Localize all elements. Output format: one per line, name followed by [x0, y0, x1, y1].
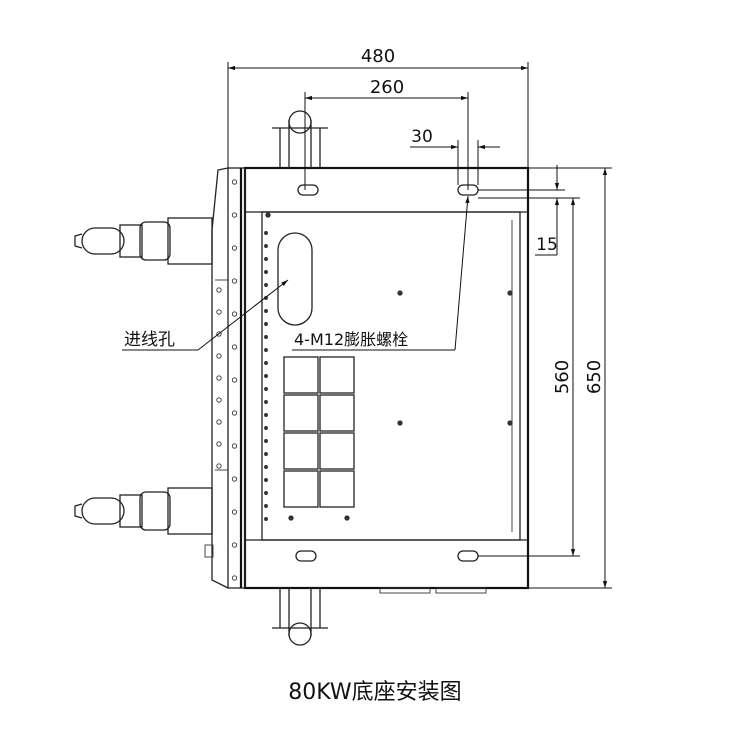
flange-hole — [216, 419, 222, 425]
plate-dot — [264, 335, 268, 339]
rail-hole — [231, 212, 238, 218]
flange-hole — [216, 375, 222, 381]
plate-dot — [264, 309, 268, 313]
cable-entry-label: 进线孔 — [124, 330, 175, 350]
lifting-bar-upper — [74, 217, 213, 265]
fixing-hole — [397, 420, 403, 426]
plate-dot — [264, 478, 268, 482]
plate-dot — [264, 504, 268, 508]
plate-dot — [264, 426, 268, 430]
dim-650-label: 650 — [584, 360, 605, 394]
dimension-560: 560 — [478, 198, 580, 557]
flange-hole — [216, 287, 222, 293]
plate-dot — [264, 257, 268, 261]
plate-dot — [264, 387, 268, 391]
plate-dot — [264, 322, 268, 326]
dimension-650: 650 — [528, 167, 612, 589]
plate-dot — [264, 465, 268, 469]
flange-hole — [216, 463, 222, 469]
plate-dot — [264, 452, 268, 456]
cable-entry-hole — [277, 232, 313, 326]
callout-anchor-bolts: 4-M12膨胀螺栓 — [292, 195, 470, 351]
rail-hole — [231, 575, 238, 581]
rail-hole — [231, 377, 238, 383]
base-frame — [211, 166, 530, 594]
lifting-handle-bottom — [272, 588, 328, 646]
dimension-30: 30 — [410, 127, 500, 185]
dim-30-label: 30 — [411, 127, 433, 147]
rail-hole — [231, 344, 238, 350]
dim-480-label: 480 — [361, 46, 395, 67]
dim-15-label: 15 — [536, 235, 558, 255]
rail-hole — [231, 179, 238, 185]
plate-dot — [264, 361, 268, 365]
rail-hole — [231, 278, 238, 284]
fixing-hole — [265, 212, 271, 218]
plate-dot — [264, 270, 268, 274]
dimension-260: 260 — [304, 77, 469, 190]
plate-dot — [264, 400, 268, 404]
plate-dot — [264, 491, 268, 495]
dim-560-label: 560 — [552, 360, 573, 394]
fixing-hole — [507, 420, 513, 426]
fixing-hole — [397, 290, 403, 296]
anchor-bolts-label: 4-M12膨胀螺栓 — [294, 330, 408, 349]
flange-hole — [216, 353, 222, 359]
hole-pattern — [216, 179, 513, 581]
mounting-slots — [295, 184, 479, 562]
dim-260-label: 260 — [370, 77, 404, 98]
fixing-hole — [344, 515, 350, 521]
dimension-15: 15 — [478, 165, 580, 256]
plate-dot — [264, 374, 268, 378]
flange-hole — [216, 397, 222, 403]
rail-hole — [231, 476, 238, 482]
plate-dot — [264, 439, 268, 443]
rail-hole — [231, 509, 238, 515]
rail-hole — [231, 443, 238, 449]
lifting-handle-top — [272, 110, 328, 168]
flange-hole — [216, 331, 222, 337]
dimension-480: 480 — [227, 46, 529, 168]
rail-hole — [231, 245, 238, 251]
plate-dot — [264, 413, 268, 417]
rail-hole — [231, 410, 238, 416]
fixing-hole — [288, 515, 294, 521]
flange-hole — [216, 441, 222, 447]
drawing-caption: 80KW底座安装图 — [288, 680, 462, 705]
plate-dot — [264, 517, 268, 521]
plate-dot — [264, 283, 268, 287]
plate-dot — [264, 231, 268, 235]
plate-dot — [264, 244, 268, 248]
flange-hole — [216, 309, 222, 315]
fixing-hole — [507, 290, 513, 296]
rail-hole — [231, 542, 238, 548]
knockout-grid — [283, 356, 355, 508]
plate-dot — [264, 348, 268, 352]
lifting-bar-lower — [74, 487, 214, 558]
callout-cable-entry: 进线孔 — [122, 279, 289, 351]
rail-hole — [231, 311, 238, 317]
